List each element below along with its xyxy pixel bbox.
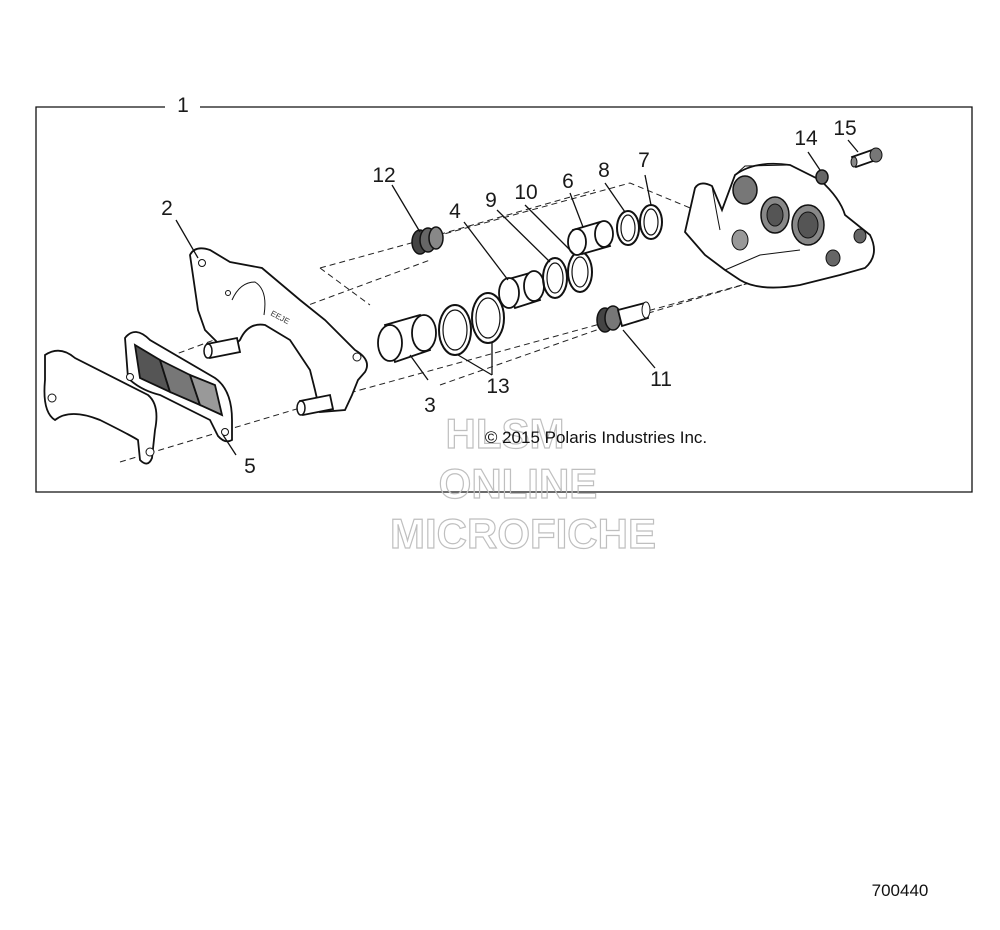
leader-lines: [175, 139, 859, 456]
brake-pad-inner: [124, 331, 233, 443]
callout-14: 14: [794, 127, 818, 150]
callout-9: 9: [485, 189, 497, 212]
callout-11: 11: [650, 368, 672, 391]
seal-rings-13: [438, 292, 505, 356]
piston-6: [567, 220, 614, 256]
callout-8: 8: [598, 159, 610, 182]
caliper-body: [684, 162, 875, 289]
seal-rings-9-10: [542, 251, 593, 299]
callout-1: 1: [177, 94, 189, 117]
callout-5: 5: [244, 455, 256, 478]
piston-small: [498, 270, 545, 310]
callout-4: 4: [449, 200, 461, 223]
callout-2: 2: [161, 197, 173, 220]
brake-pad-outer: [43, 349, 158, 465]
seal-rings-7-8: [616, 204, 663, 246]
figure-number: 700440: [872, 881, 929, 900]
bleeder-cap: [815, 169, 829, 185]
dust-boot: [411, 226, 444, 255]
bleeder-screw: [850, 147, 883, 169]
callout-15: 15: [833, 117, 856, 140]
caliper-bracket: EEJE: [189, 247, 368, 417]
watermark-line-2: ONLINE: [439, 460, 598, 507]
assembly-frame: [35, 106, 973, 493]
callout-3: 3: [424, 394, 436, 417]
callout-6: 6: [562, 170, 574, 193]
callout-13: 13: [486, 375, 509, 398]
slide-pin-bolt: [596, 301, 651, 333]
callout-7: 7: [638, 149, 650, 172]
callout-12: 12: [372, 164, 395, 187]
piston-large: [377, 313, 437, 364]
watermark: HLSM ONLINE MICROFICHE: [389, 409, 656, 557]
callout-10: 10: [514, 181, 537, 204]
watermark-line-1: HLSM: [446, 410, 565, 457]
copyright-text: © 2015 Polaris Industries Inc.: [485, 428, 707, 447]
watermark-line-3: MICROFICHE: [390, 510, 656, 557]
